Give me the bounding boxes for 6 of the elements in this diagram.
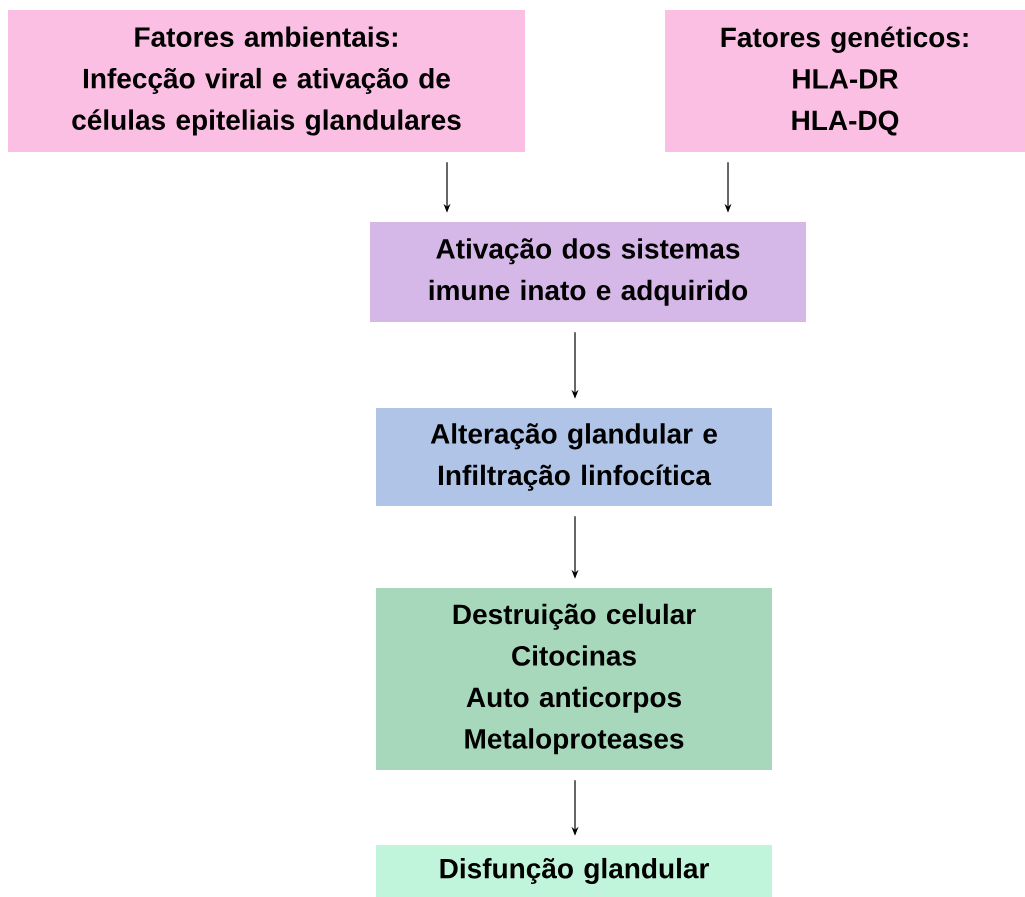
process-box: Fatores ambientais: Infecção viral e ativação de células epiteliais glandulares [8,10,525,152]
process-box: Alteração glandular e Infiltração linfocítica [376,408,772,506]
process-box: Ativação dos sistemas imune inato e adquirido [370,222,806,322]
process-box: Fatores genéticos: HLA-DR HLA-DQ [665,10,1025,152]
process-box: Destruição celular Citocinas Auto anticorpos Metaloproteases [376,588,772,770]
process-box: Disfunção glandular [376,845,772,897]
